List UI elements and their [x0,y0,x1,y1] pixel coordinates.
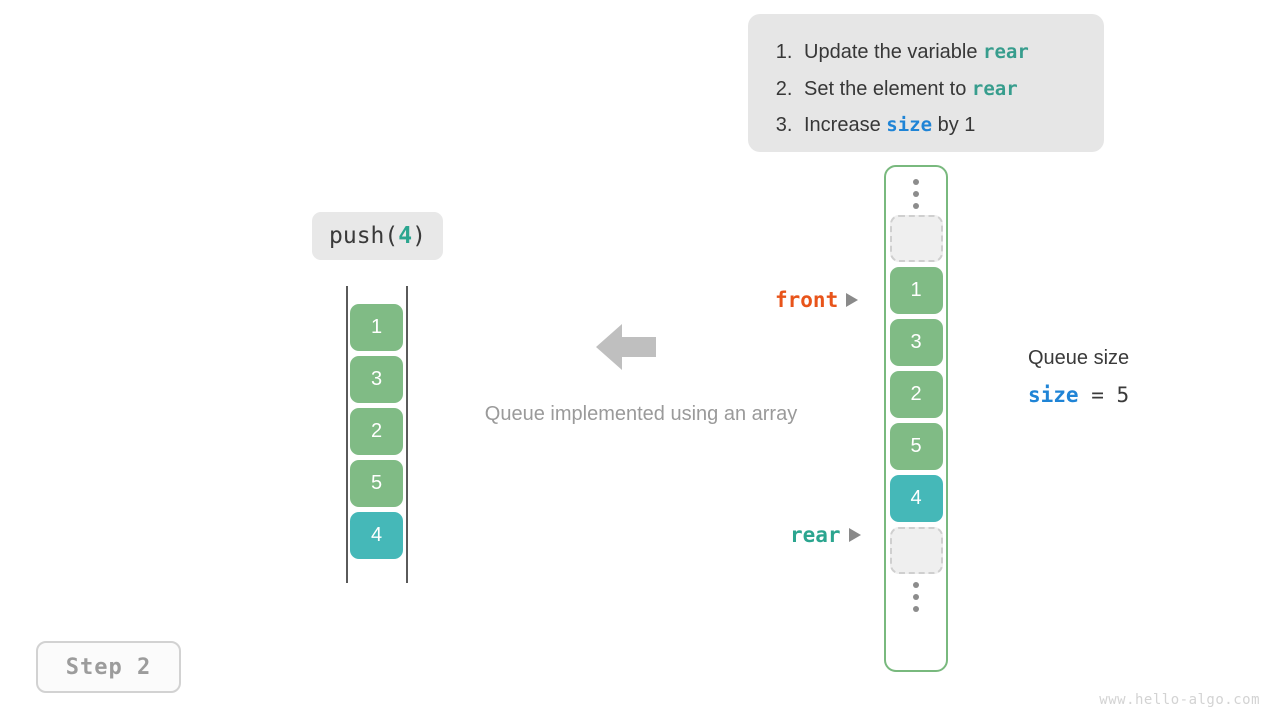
rear-pointer: rear [790,523,861,547]
logical-cell: 3 [350,356,403,403]
size-variable: size [1028,383,1079,407]
instruction-text-2: Set the element to [804,77,972,100]
queue-slot-new: 4 [889,475,943,522]
array-rail-left [346,286,348,583]
arrow-right-icon [848,528,861,542]
instruction-list: Update the variable rear Set the element… [770,34,1080,144]
queue-slot-filled: 2 [889,371,943,418]
logical-array: 1 3 2 5 4 [346,286,408,583]
instruction-text-1: Update the variable [804,41,984,63]
array-rail-right [406,286,408,583]
queue-slot-empty [889,527,943,574]
instruction-panel: Update the variable rear Set the element… [748,14,1104,152]
operation-close-paren: ) [412,223,426,249]
operation-argument: 4 [398,223,413,249]
queue-slot-empty [889,215,943,262]
operation-name: push( [329,223,399,249]
queue-size-readout: Queue size size = 5 [1028,344,1228,407]
queue-slot-filled: 1 [889,267,943,314]
instruction-code-1: rear [983,41,1029,63]
vertical-ellipsis-icon [913,179,919,209]
instruction-item-3: Increase size by 1 [798,107,1080,144]
size-value: 5 [1116,383,1130,407]
vertical-ellipsis-icon [913,582,919,612]
size-operator: = [1078,383,1117,407]
front-pointer: front [775,288,859,312]
step-badge: Step 2 [36,641,181,693]
instruction-post-3: by 1 [932,114,976,136]
logical-cell: 2 [350,408,403,455]
queue-size-expression: size = 5 [1028,383,1228,407]
rear-pointer-label: rear [790,523,841,547]
queue-slot-filled: 3 [889,319,943,366]
instruction-code-3: size [886,114,933,136]
instruction-code-2: rear [971,77,1018,100]
front-pointer-label: front [775,288,839,312]
operation-label: push(4) [312,212,443,260]
logical-cell: 1 [350,304,403,351]
logical-cell-new: 4 [350,512,403,559]
queue-slot-filled: 5 [889,423,943,470]
logical-array-cells: 1 3 2 5 4 [350,304,404,564]
arrow-left-icon [596,322,656,372]
queue-memory-container: 1 3 2 5 4 [884,165,948,672]
logical-cell: 5 [350,460,403,507]
watermark: www.hello-algo.com [1099,692,1260,708]
instruction-item-2: Set the element to rear [798,71,1080,108]
instruction-text-3: Increase [804,114,887,136]
queue-size-title: Queue size [1028,347,1130,369]
arrow-right-icon [846,293,859,307]
instruction-item-1: Update the variable rear [798,34,1080,71]
diagram-caption: Queue implemented using an array [484,403,798,425]
